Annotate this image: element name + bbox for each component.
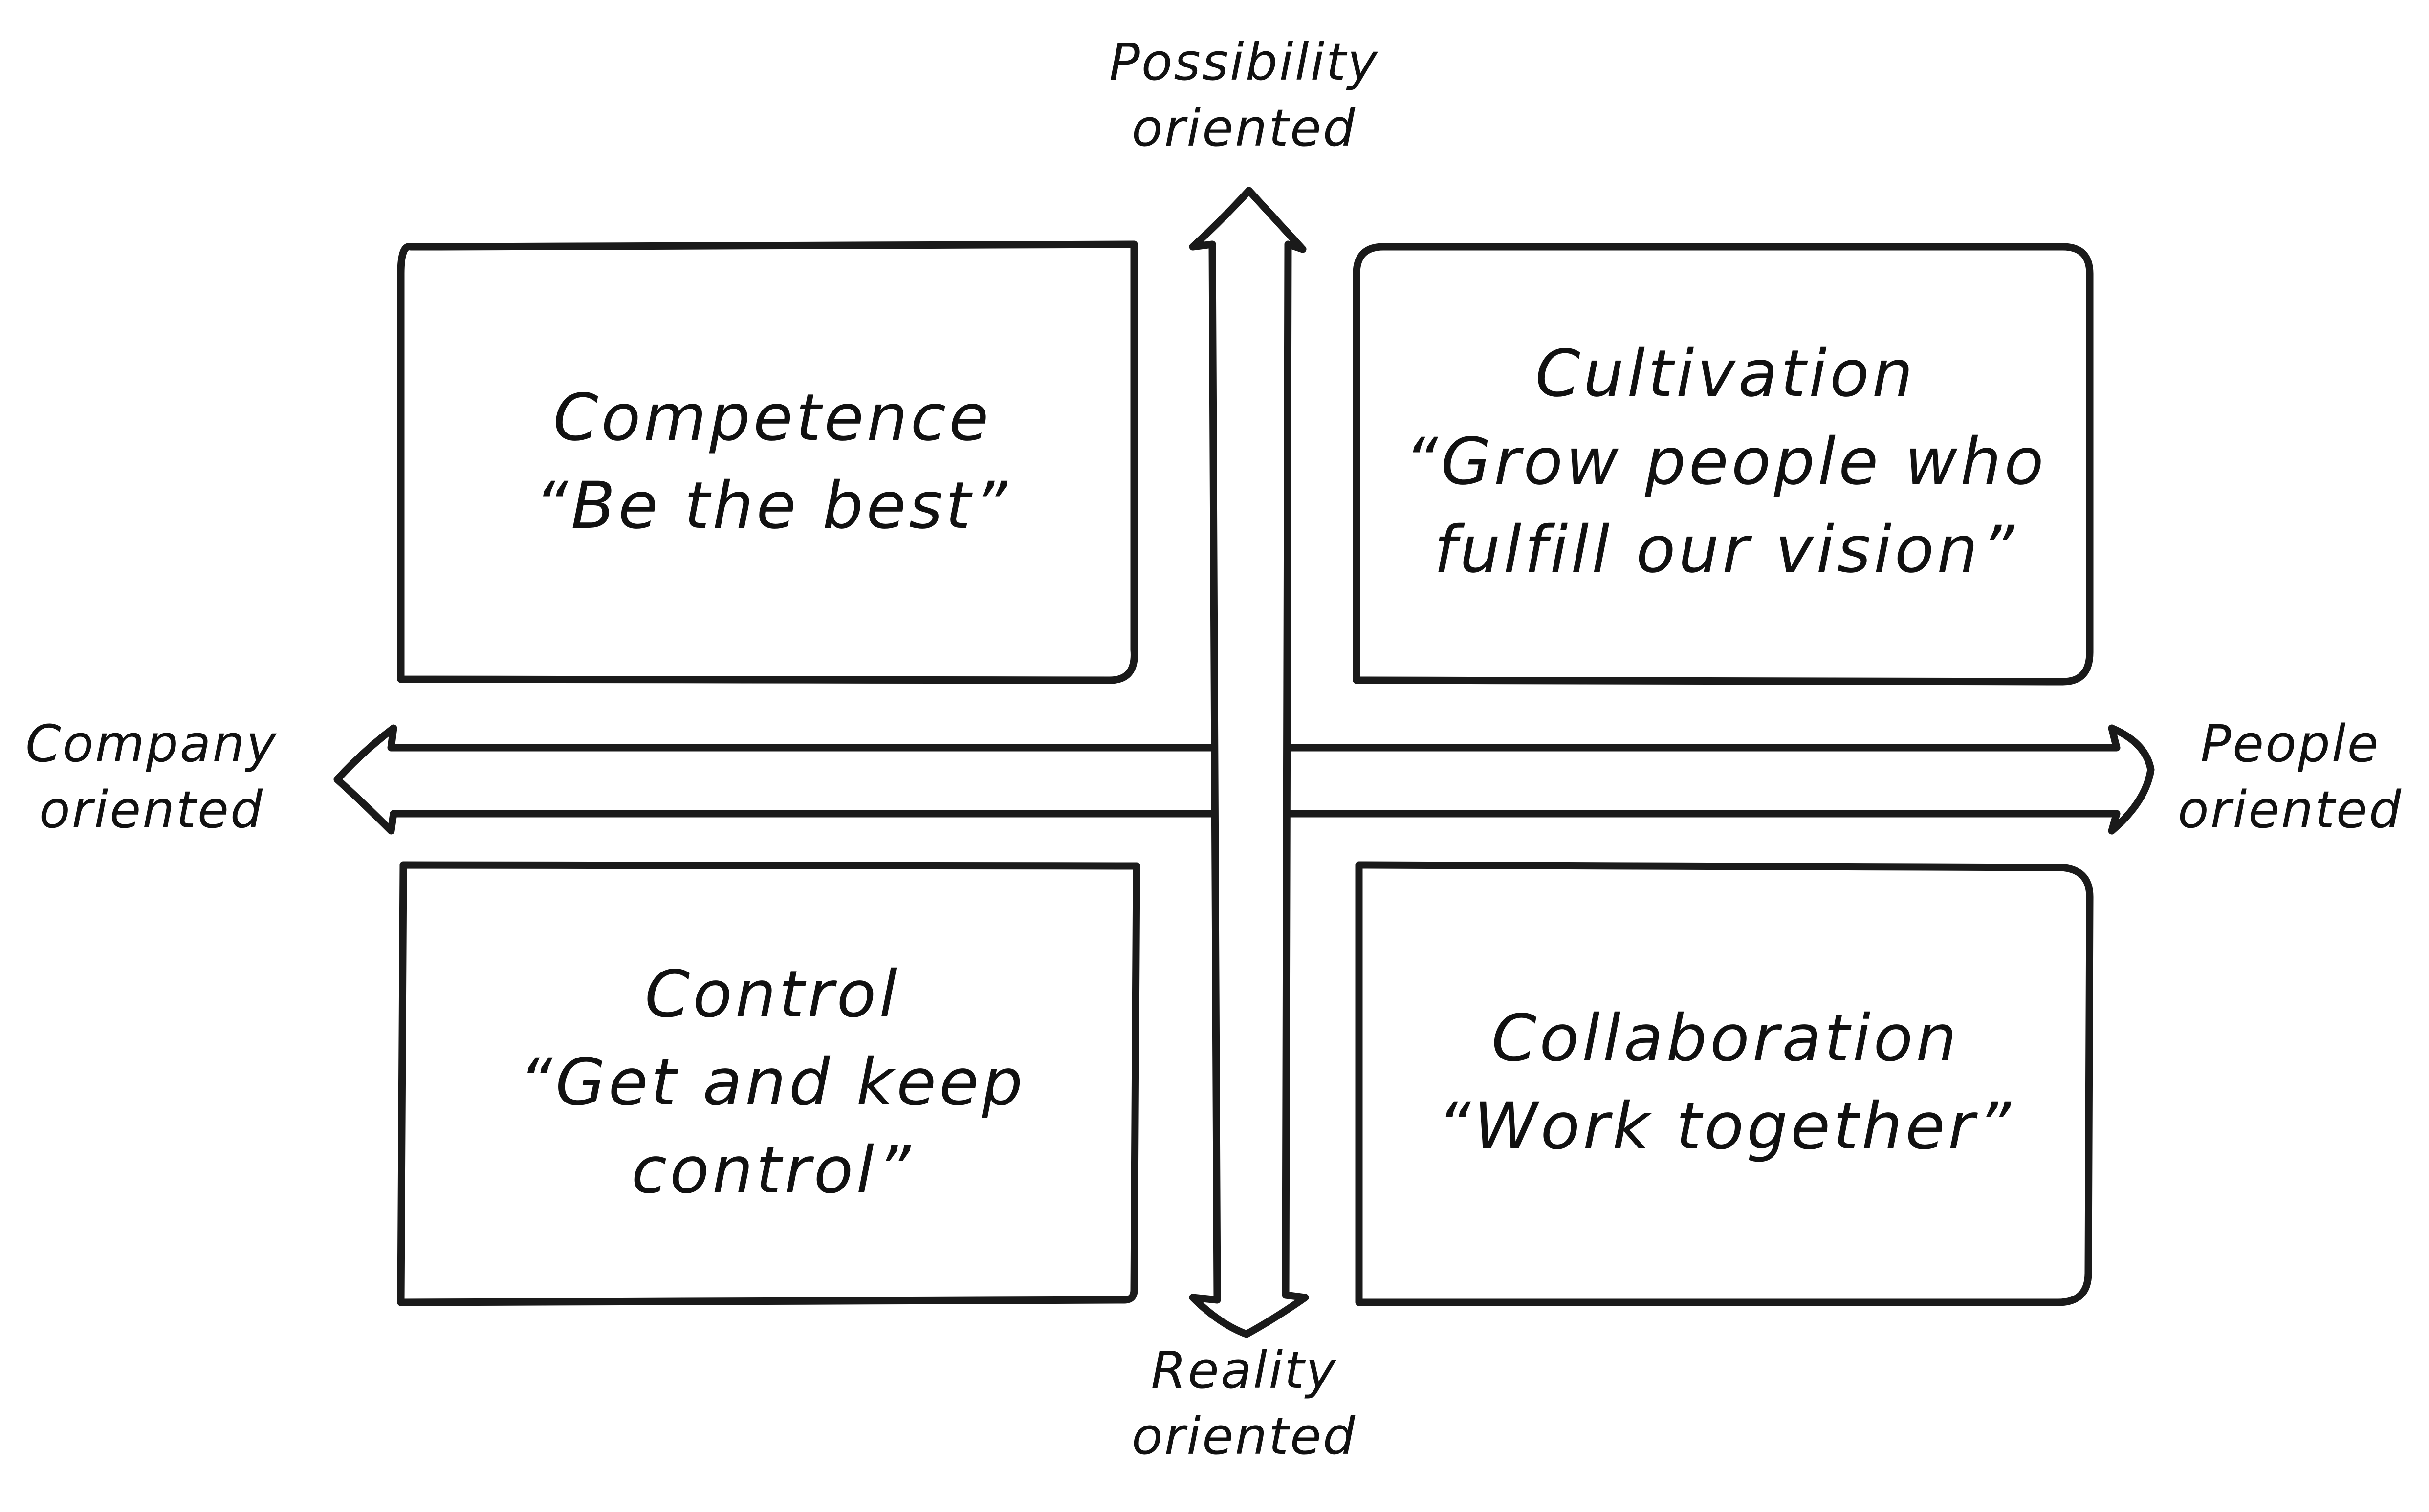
control-quote-line1: “Get and keep bbox=[519, 1045, 1026, 1120]
collaboration-quote: “Work together” bbox=[1437, 1089, 2013, 1164]
axis-top-label-line2: oriented bbox=[1132, 98, 1357, 158]
box-control bbox=[397, 861, 1140, 1306]
axis-right-label-line2: oriented bbox=[2178, 780, 2403, 840]
axis-left-label-line2: oriented bbox=[39, 780, 264, 840]
box-competence bbox=[397, 240, 1138, 684]
control-quote-line2: control” bbox=[632, 1133, 914, 1208]
box-collaboration bbox=[1355, 861, 2094, 1306]
box-cultivation bbox=[1353, 243, 2094, 686]
cultivation-quote-line2: fulfill our vision” bbox=[1434, 512, 2017, 587]
cultivation-quote-line1: “Grow people who bbox=[1404, 424, 2046, 499]
vertical-axis-arrow bbox=[1189, 187, 1309, 1338]
competence-title: Competence bbox=[553, 380, 992, 455]
axis-bottom-label-line2: oriented bbox=[1132, 1406, 1357, 1466]
collaboration-title: Collaboration bbox=[1491, 1001, 1960, 1076]
control-title: Control bbox=[645, 957, 900, 1032]
axis-bottom-label-line1: Reality bbox=[1151, 1340, 1337, 1400]
cultivation-title: Cultivation bbox=[1535, 336, 1916, 411]
competence-quote: “Be the best” bbox=[535, 468, 1010, 543]
axis-left-label-line1: Company bbox=[25, 714, 278, 774]
axis-right-label-line1: People bbox=[2200, 714, 2380, 774]
axis-top-label-line1: Possibility bbox=[1109, 32, 1379, 92]
